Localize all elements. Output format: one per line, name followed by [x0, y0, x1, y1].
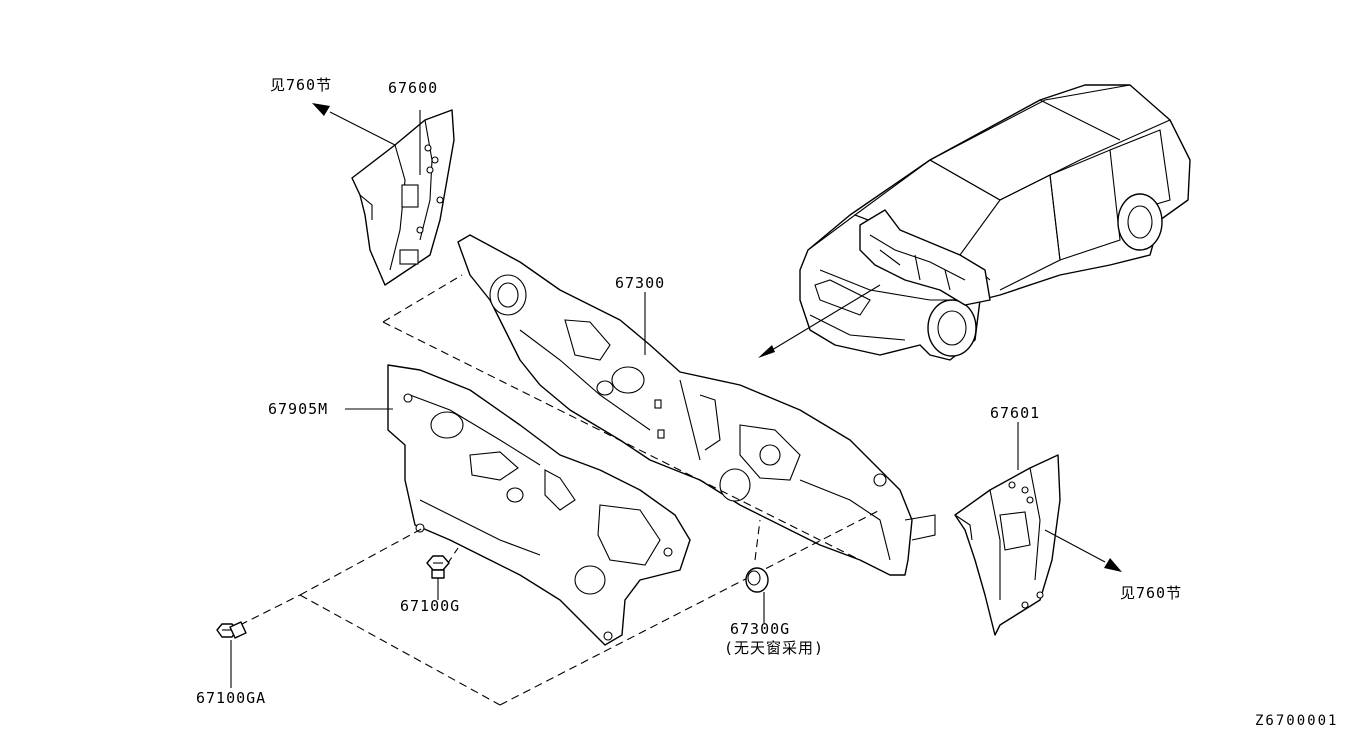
callout-67905M: 67905M	[268, 400, 329, 418]
part-67300-dash-panel	[457, 234, 936, 576]
callout-67300: 67300	[615, 274, 666, 292]
note-see-section-right: 见760节	[1120, 584, 1183, 602]
part-67601-bracket	[954, 454, 1061, 636]
grommet-67300G	[745, 567, 769, 593]
note-no-sunroof: (无天窗采用)	[724, 639, 825, 657]
fastener-67100GA	[216, 621, 247, 639]
vehicle-overview	[758, 84, 1191, 361]
arrow-line-67601	[1044, 529, 1106, 563]
callout-67601: 67601	[990, 404, 1041, 422]
callout-67100G: 67100G	[400, 597, 461, 615]
arrow-line-67600	[329, 111, 396, 146]
fastener-67100G	[426, 555, 450, 579]
part-67905M-insulator	[387, 364, 691, 646]
assembly-dashed-lines	[239, 274, 881, 706]
callout-67100GA: 67100GA	[196, 689, 267, 707]
callout-67600: 67600	[388, 79, 439, 97]
callout-67300G: 67300G	[730, 620, 791, 638]
arrow-head-67600	[312, 103, 330, 116]
arrow-head-67601	[1104, 558, 1122, 572]
drawing-code: Z6700001	[1255, 713, 1339, 729]
note-see-section-left: 见760节	[270, 76, 333, 94]
part-67600-bracket	[351, 109, 455, 286]
